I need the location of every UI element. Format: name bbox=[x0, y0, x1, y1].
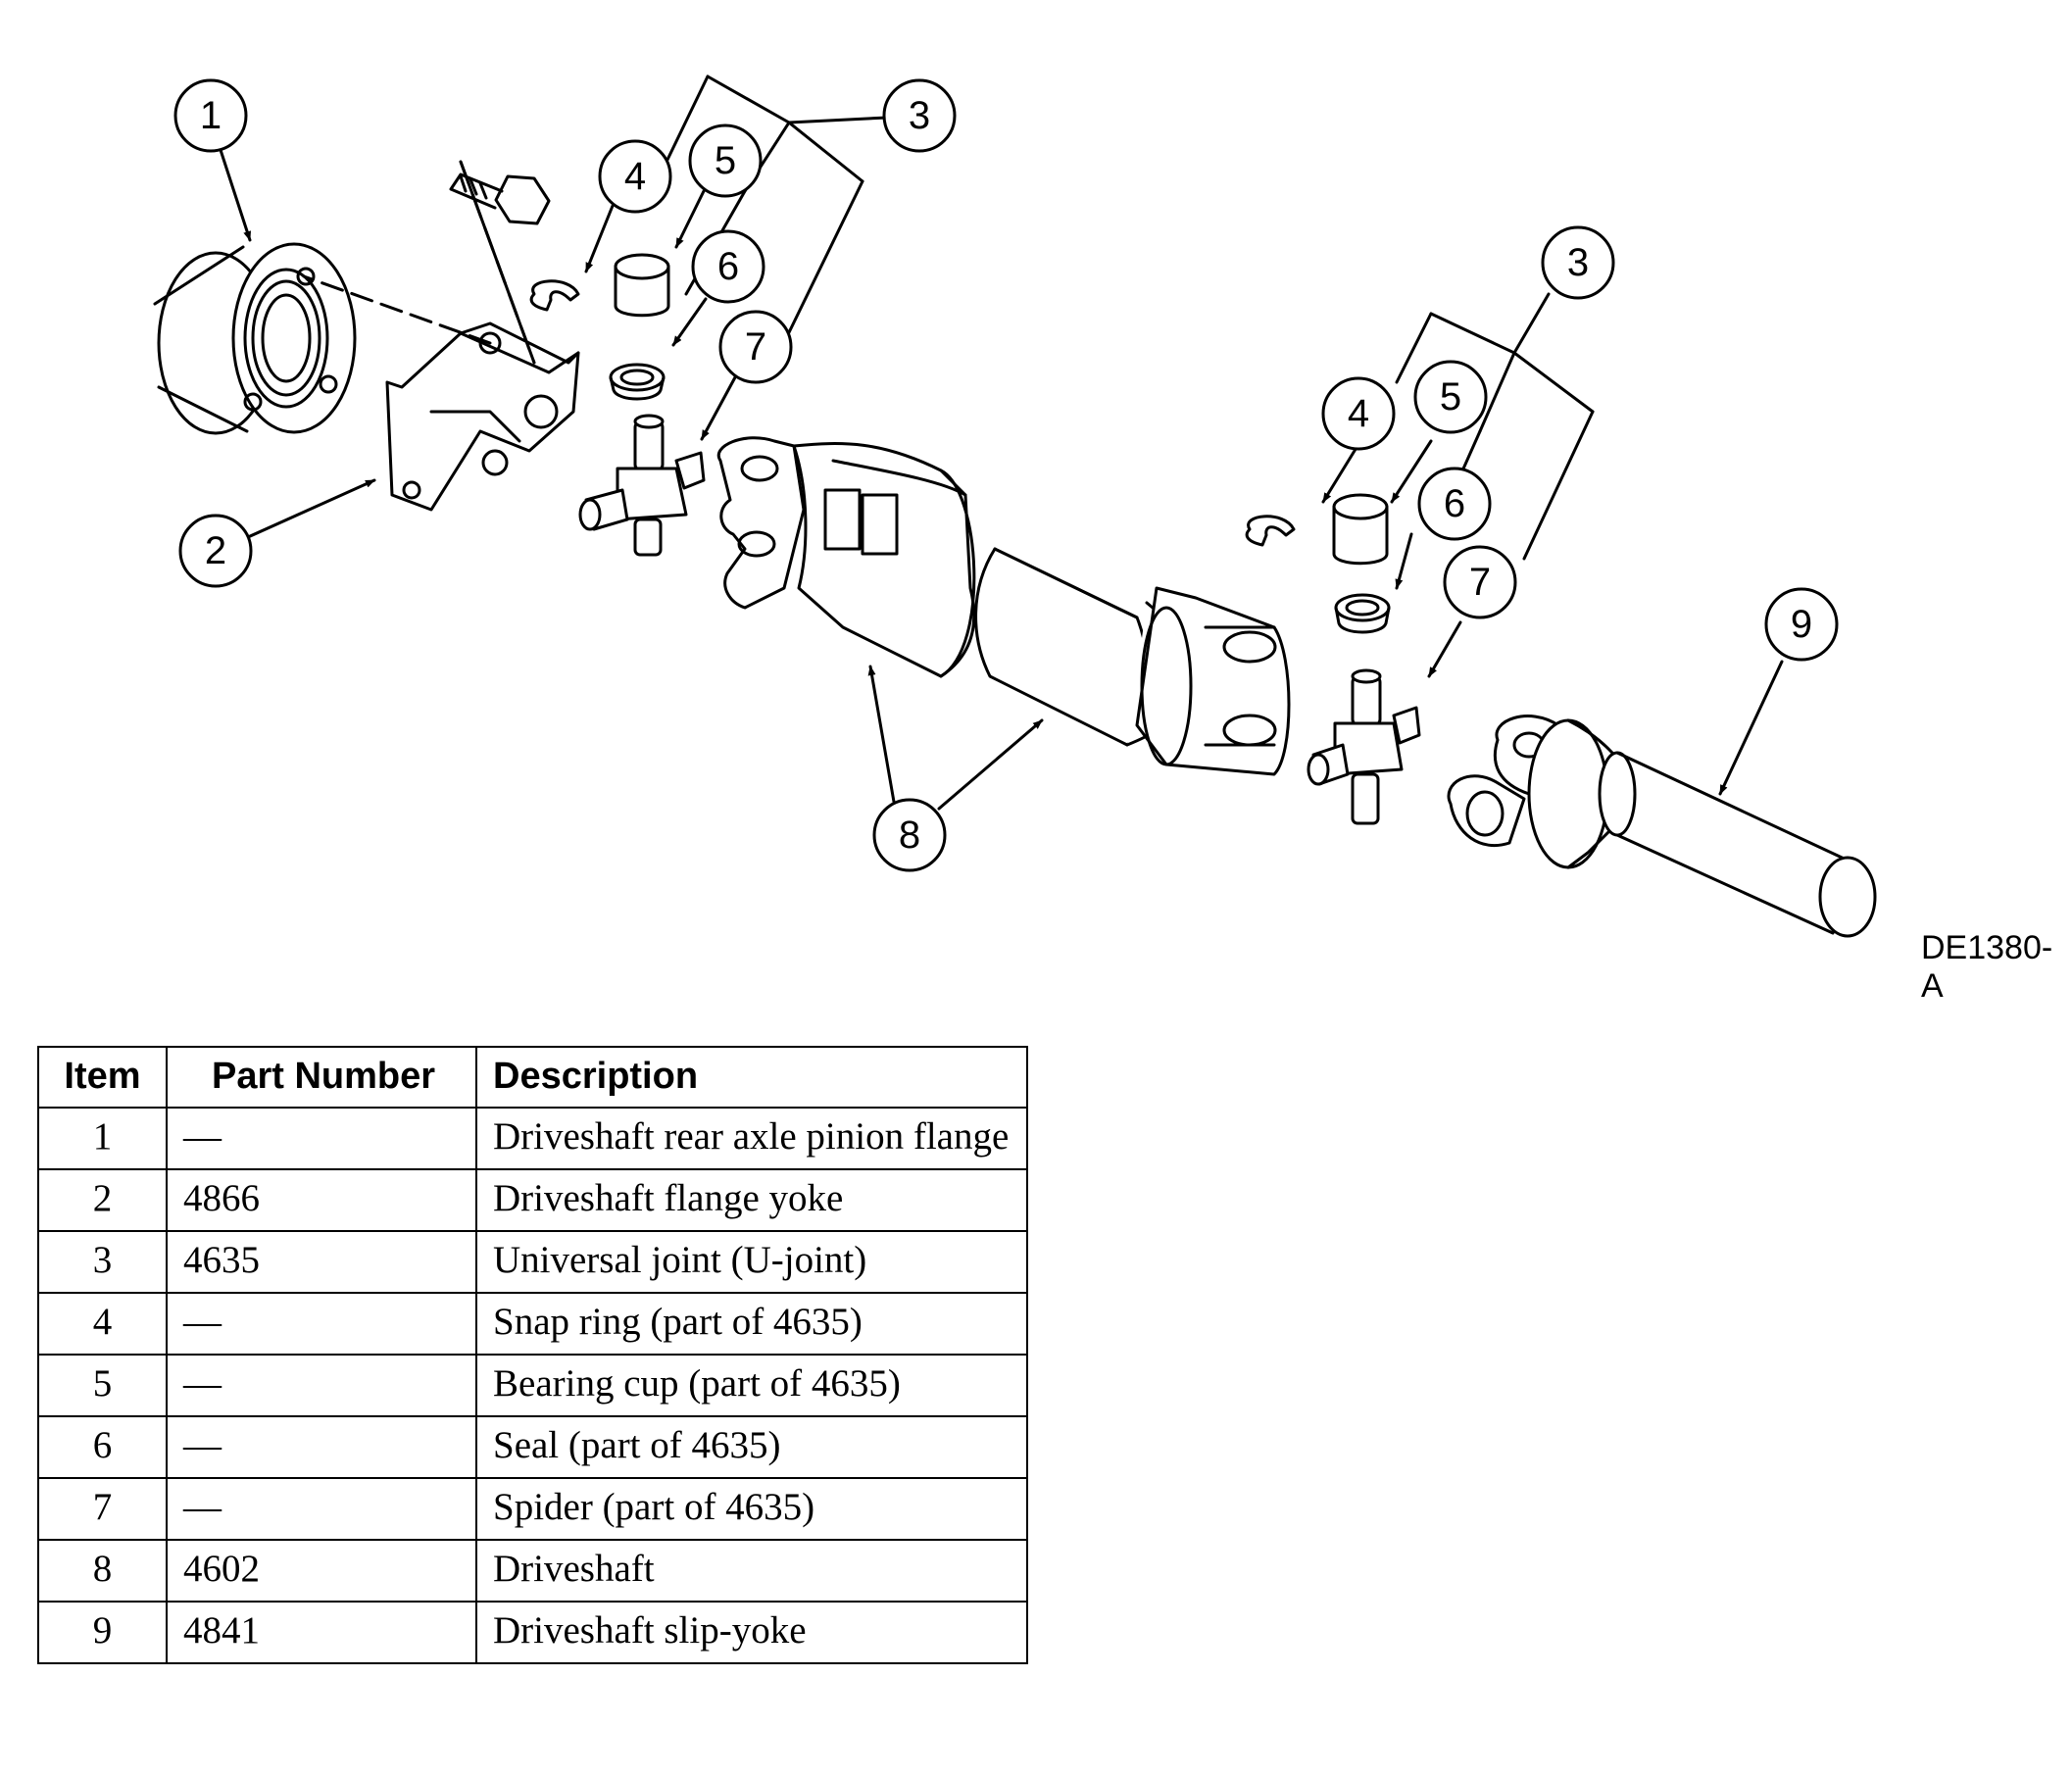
u-joint-set-left bbox=[529, 253, 706, 557]
table-row: 9 4841 Driveshaft slip-yoke bbox=[37, 1601, 1028, 1664]
cell-part-number: 4602 bbox=[166, 1539, 477, 1603]
cell-description: Seal (part of 4635) bbox=[475, 1415, 1028, 1479]
cell-description: Driveshaft flange yoke bbox=[475, 1168, 1028, 1232]
cell-description: Driveshaft slip-yoke bbox=[475, 1601, 1028, 1664]
callout-4-right: 4 bbox=[1348, 392, 1369, 435]
cell-description: Driveshaft rear axle pinion flange bbox=[475, 1107, 1028, 1170]
cell-item: 2 bbox=[37, 1168, 168, 1232]
cell-part-number: — bbox=[166, 1107, 477, 1170]
cell-part-number: 4841 bbox=[166, 1601, 477, 1664]
callout-8: 8 bbox=[899, 814, 920, 857]
header-item: Item bbox=[37, 1046, 168, 1109]
cell-item: 1 bbox=[37, 1107, 168, 1170]
callout-7-right: 7 bbox=[1469, 561, 1491, 604]
callout-3-right: 3 bbox=[1567, 241, 1589, 284]
table-row: 6 — Seal (part of 4635) bbox=[37, 1415, 1028, 1479]
driveshaft-part bbox=[716, 436, 1291, 776]
callout-3-left: 3 bbox=[909, 94, 930, 137]
pinion-flange-part bbox=[153, 242, 357, 435]
header-description: Description bbox=[475, 1046, 1028, 1109]
callout-circles bbox=[173, 78, 1839, 872]
cell-item: 9 bbox=[37, 1601, 168, 1664]
slip-yoke-part bbox=[1447, 715, 1877, 938]
callout-5-right: 5 bbox=[1440, 375, 1461, 419]
exploded-driveshaft-diagram: 1 2 3 4 5 6 7 3 4 5 6 7 8 9 bbox=[153, 74, 1877, 938]
cell-part-number: — bbox=[166, 1477, 477, 1541]
table-row: 2 4866 Driveshaft flange yoke bbox=[37, 1168, 1028, 1232]
bolt-part bbox=[449, 160, 551, 365]
table-row: 1 — Driveshaft rear axle pinion flange bbox=[37, 1107, 1028, 1170]
cell-item: 7 bbox=[37, 1477, 168, 1541]
cell-item: 8 bbox=[37, 1539, 168, 1603]
parts-table: Item Part Number Description 1 — Drivesh… bbox=[37, 1046, 1028, 1664]
callout-4-left: 4 bbox=[624, 155, 646, 198]
callout-1: 1 bbox=[200, 94, 222, 137]
cell-part-number: — bbox=[166, 1415, 477, 1479]
figure-id-label: DE1380-A bbox=[1921, 929, 2053, 1005]
spider-left bbox=[578, 414, 706, 557]
cell-description: Universal joint (U-joint) bbox=[475, 1230, 1028, 1294]
table-row: 3 4635 Universal joint (U-joint) bbox=[37, 1230, 1028, 1294]
spider-right bbox=[1307, 668, 1421, 825]
cell-description: Bearing cup (part of 4635) bbox=[475, 1354, 1028, 1417]
cell-description: Driveshaft bbox=[475, 1539, 1028, 1603]
callout-6-right: 6 bbox=[1444, 482, 1465, 525]
callout-9: 9 bbox=[1791, 603, 1812, 646]
cell-description: Snap ring (part of 4635) bbox=[475, 1292, 1028, 1356]
cell-description: Spider (part of 4635) bbox=[475, 1477, 1028, 1541]
cell-item: 4 bbox=[37, 1292, 168, 1356]
cell-item: 6 bbox=[37, 1415, 168, 1479]
table-row: 5 — Bearing cup (part of 4635) bbox=[37, 1354, 1028, 1417]
table-row: 4 — Snap ring (part of 4635) bbox=[37, 1292, 1028, 1356]
cell-part-number: — bbox=[166, 1354, 477, 1417]
cell-item: 3 bbox=[37, 1230, 168, 1294]
callout-2: 2 bbox=[205, 529, 226, 572]
u-joint-set-right bbox=[1245, 493, 1421, 825]
header-part-number: Part Number bbox=[166, 1046, 477, 1109]
callout-7-left: 7 bbox=[745, 325, 766, 369]
flange-yoke-part bbox=[302, 274, 580, 512]
table-row: 7 — Spider (part of 4635) bbox=[37, 1477, 1028, 1541]
callout-6-left: 6 bbox=[717, 245, 739, 288]
table-row: 8 4602 Driveshaft bbox=[37, 1539, 1028, 1603]
callout-5-left: 5 bbox=[715, 139, 736, 182]
cell-part-number: 4635 bbox=[166, 1230, 477, 1294]
cell-part-number: 4866 bbox=[166, 1168, 477, 1232]
table-header-row: Item Part Number Description bbox=[37, 1046, 1028, 1109]
cell-part-number: — bbox=[166, 1292, 477, 1356]
cell-item: 5 bbox=[37, 1354, 168, 1417]
